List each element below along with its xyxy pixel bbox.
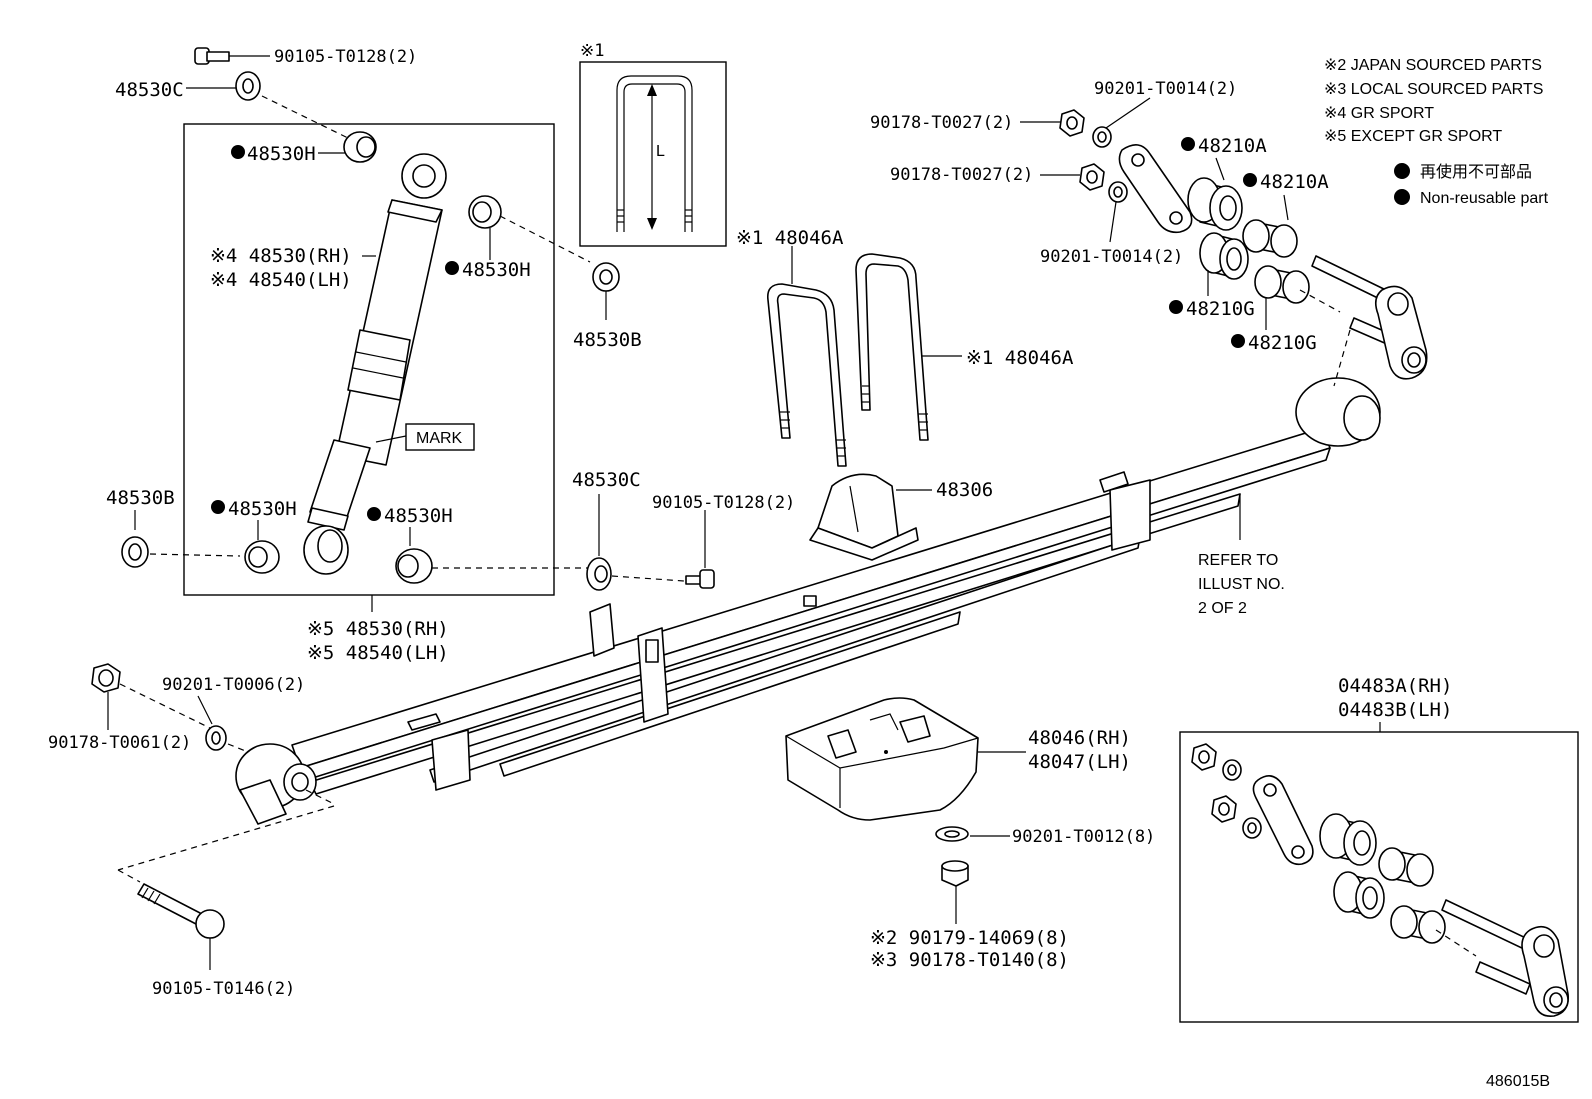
label-shock-rh-5: ※5 48530(RH) [307,618,449,640]
washer-48530b-right [592,262,620,292]
label-plate-rh: 48046(RH) [1028,727,1131,749]
shock-absorber [303,153,447,575]
legend-nonreusable-en: Non-reusable part [1420,190,1549,207]
label-ubolt-a1: ※1 48046A [736,227,844,249]
bushing-48210g-2 [1254,265,1310,304]
bolt-90105-t0128-top [194,47,270,65]
figure-id: 486015B [1486,1073,1550,1090]
washer-90201-t0006 [205,725,227,751]
label-48530b-right: 48530B [573,329,642,351]
spring-seat-plate [785,697,979,821]
shackle-plate-top [1118,144,1193,234]
legend-note-3: ※3 LOCAL SOURCED PARTS [1324,81,1543,98]
washer-48530c-low [586,557,612,591]
label-48530b-left: 48530B [106,487,175,509]
non-reusable-dot-icon [445,261,459,275]
label-shock-rh-4: ※4 48530(RH) [210,245,352,267]
label-bolt-t0146: 90105-T0146(2) [152,979,295,999]
label-shock-lh-5: ※5 48540(LH) [307,642,449,664]
refer-line-1: REFER TO [1198,552,1278,569]
refer-line-3: 2 OF 2 [1198,600,1247,617]
legend-note-5: ※5 EXCEPT GR SPORT [1324,128,1502,145]
bushing-48210g-1 [1199,232,1249,280]
non-reusable-dot-icon [1394,189,1410,205]
non-reusable-dot-icon [1169,300,1183,314]
label-shock-lh-4: ※4 48540(LH) [210,269,352,291]
label-nut-t0027-1: 90178-T0027(2) [870,113,1013,133]
label-ubolt-a2: ※1 48046A [966,347,1074,369]
washer-48530c-top [235,71,261,101]
non-reusable-dot-icon [367,507,381,521]
label-washer-t0012: 90201-T0012(8) [1012,827,1155,847]
washer-90201-t0014-top [1092,126,1112,148]
bumper-48306 [809,473,919,561]
label-48530h-top: 48530H [247,143,316,165]
nut-90178-t0027-1 [1059,109,1085,137]
non-reusable-dot-icon [1243,173,1257,187]
ubolt-48046a-right [855,253,929,441]
label-bush-210g-1: 48210G [1186,298,1255,320]
label-kit-lh: 04483B(LH) [1338,699,1452,721]
nut-90178-t0061 [91,663,121,693]
mark-label: MARK [416,430,463,447]
washer-48530b-left [121,536,149,568]
legend: ※2 JAPAN SOURCED PARTS ※3 LOCAL SOURCED … [1324,57,1549,207]
label-washer-t0014-bot: 90201-T0014(2) [1040,247,1183,267]
non-reusable-dot-icon [1181,137,1195,151]
bushing-48210a-2 [1242,219,1298,258]
mark-callout-box [405,423,475,451]
non-reusable-dot-icon [1394,163,1410,179]
leaf-spring [235,377,1381,825]
legend-nonreusable-jp: 再使用不可部品 [1420,163,1532,181]
label-bumper: 48306 [936,479,993,501]
label-48530c-low: 48530C [572,469,641,491]
label-washer-t0006: 90201-T0006(2) [162,675,305,695]
inset-ref: ※1 [580,41,604,61]
label-plate-lh: 48047(LH) [1028,751,1131,773]
label-nut-t0061: 90178-T0061(2) [48,733,191,753]
label-bush-210a-1: 48210A [1198,135,1267,157]
nut-90179-14069 [941,860,969,887]
bushing-48530h-low-left [244,540,280,574]
legend-note-4: ※4 GR SPORT [1324,105,1434,122]
shackle-kit-drawing [1191,743,1570,1018]
non-reusable-dot-icon [211,500,225,514]
washer-90201-t0012 [935,826,969,842]
label-48530c-top: 48530C [115,79,184,101]
shock-absorber-group-box [183,123,555,596]
label-nut-14069: ※2 90179-14069(8) [870,927,1069,949]
label-48530h-low-right: 48530H [384,505,453,527]
washer-90201-t0014-bot [1108,181,1128,203]
label-nut-t0027-2: 90178-T0027(2) [890,165,1033,185]
shackle-kit-box [1179,731,1579,1023]
refer-line-2: ILLUST NO. [1198,576,1285,593]
non-reusable-dot-icon [1231,334,1245,348]
ubolt-length-inset [579,61,727,247]
non-reusable-dot-icon [231,145,245,159]
bushing-48530h-right [468,195,502,229]
bushing-48530h-top [343,131,377,163]
inset-length-label: L [656,143,665,160]
label-washer-t0014-top: 90201-T0014(2) [1094,79,1237,99]
label-kit-rh: 04483A(RH) [1338,675,1452,697]
nut-90178-t0027-2 [1079,163,1105,191]
bushing-48530h-low-right [395,548,433,584]
bolt-90105-t0146 [137,883,225,939]
ubolt-48046a-left [766,283,847,467]
label-bolt-top: 90105-T0128(2) [274,47,417,67]
label-48530h-right: 48530H [462,259,531,281]
shackle-assembly-right [1311,255,1428,380]
bushing-48210a-1 [1187,177,1243,231]
bolt-90105-t0128-low [685,569,715,589]
label-nut-t0140: ※3 90178-T0140(8) [870,949,1069,971]
ubolt-inset-drawing [616,75,693,232]
label-48530h-low-left: 48530H [228,498,297,520]
legend-note-2: ※2 JAPAN SOURCED PARTS [1324,57,1542,74]
label-bush-210g-2: 48210G [1248,332,1317,354]
label-bolt-low: 90105-T0128(2) [652,493,795,513]
label-bush-210a-2: 48210A [1260,171,1329,193]
